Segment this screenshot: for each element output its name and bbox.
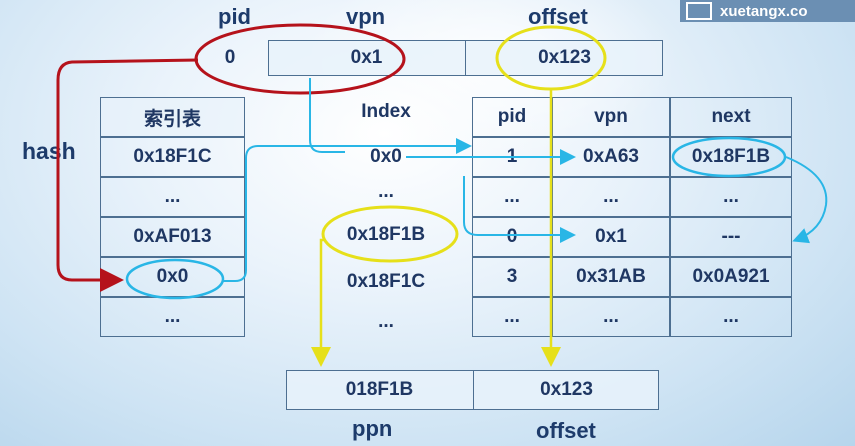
cyan-index-arrow — [223, 138, 472, 282]
header-pid: pid — [218, 4, 251, 29]
index-value: 0x18F1C — [346, 271, 426, 292]
va-offset-cell: 0x123 — [538, 47, 591, 68]
va-pid-value: 0 — [224, 47, 236, 68]
ipt-cell: 0x1 — [552, 217, 670, 257]
cyan-index-ellipse — [125, 258, 225, 300]
xuetangx-logo: xuetangx.co — [680, 0, 855, 22]
physical-address-bar — [286, 370, 659, 410]
index-column-title: Index — [361, 101, 411, 122]
ipt-cell: 0x0A921 — [670, 257, 792, 297]
header-vpn: vpn — [346, 4, 386, 29]
yellow-ppn-arrow — [311, 238, 331, 367]
ipt-cell: ... — [552, 297, 670, 337]
yellow-index-ellipse — [321, 205, 459, 263]
yellow-offset-ellipse — [495, 25, 607, 91]
ipt-cell: --- — [670, 217, 792, 257]
header-offset: offset — [528, 4, 588, 29]
index-table-title: 索引表 — [100, 97, 245, 137]
logo-text: xuetangx.co — [720, 2, 808, 20]
ppn-label: ppn — [352, 416, 393, 441]
ipt-cell: ... — [552, 177, 670, 217]
ipt-cell: 0x31AB — [552, 257, 670, 297]
hash-label: hash — [22, 138, 76, 164]
ipt-cell: ... — [670, 297, 792, 337]
index-value: 0x0 — [370, 146, 402, 167]
index-table-row: 0xAF013 — [100, 217, 245, 257]
index-value: ... — [378, 311, 394, 332]
ipt-header-next: next — [670, 97, 792, 137]
book-icon — [686, 2, 712, 20]
index-value: ... — [378, 181, 394, 202]
ipt-cell: ... — [670, 177, 792, 217]
cyan-chain-arrow — [463, 176, 576, 243]
pa-ppn-cell: 018F1B — [286, 370, 474, 410]
pa-offset-cell: 0x123 — [540, 379, 593, 400]
cyan-next-ellipse — [671, 136, 787, 178]
index-table-row: ... — [100, 177, 245, 217]
va-vpn-cell: 0x1 — [268, 40, 466, 76]
red-highlight-ellipse — [194, 23, 406, 95]
cyan-vpn-branch — [309, 78, 345, 153]
index-value: 0x18F1B — [346, 224, 426, 245]
ipt-header-vpn: vpn — [552, 97, 670, 137]
index-table-row: 0x18F1C — [100, 137, 245, 177]
red-hash-arrow — [56, 58, 199, 292]
cyan-next-arrow — [785, 156, 828, 244]
background-glow — [300, 0, 680, 160]
offset-label: offset — [536, 418, 596, 443]
